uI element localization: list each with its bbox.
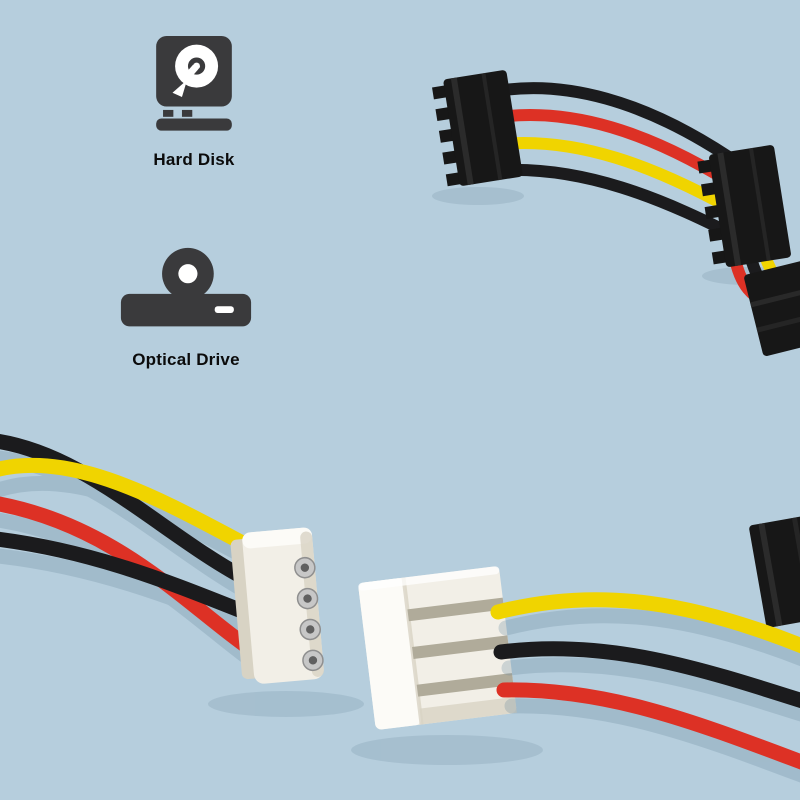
black-wire bbox=[483, 163, 755, 249]
yellow-wire bbox=[479, 137, 752, 223]
molex-female-connector bbox=[230, 527, 324, 684]
legend-optical-drive: Optical Drive bbox=[100, 244, 272, 370]
black-wire bbox=[0, 434, 260, 590]
molex-incoming-wires bbox=[0, 434, 260, 658]
legend-hard-disk: Hard Disk bbox=[118, 34, 270, 170]
black-wire bbox=[472, 82, 748, 172]
outgoing-wire-shadows bbox=[498, 608, 800, 783]
hdd-arrow bbox=[181, 64, 199, 83]
black-wire bbox=[493, 641, 800, 709]
molex-pins bbox=[294, 556, 324, 672]
drive-tray bbox=[120, 293, 252, 327]
molex-outgoing-wires bbox=[490, 592, 800, 770]
yellow-wire bbox=[0, 457, 260, 556]
hard-disk-label: Hard Disk bbox=[153, 150, 235, 169]
hard-disk-icon bbox=[156, 35, 232, 131]
optical-drive-label: Optical Drive bbox=[132, 350, 240, 369]
edge-connector bbox=[749, 512, 800, 628]
sata-connector-2 bbox=[697, 145, 791, 267]
molex-male-connector bbox=[358, 566, 517, 730]
sata-wires-upper bbox=[472, 82, 755, 249]
optical-drive-icon bbox=[120, 247, 252, 327]
sata-connector-3 bbox=[744, 252, 800, 356]
black-wire bbox=[0, 531, 260, 623]
red-wire bbox=[496, 682, 800, 770]
sata-connector-1 bbox=[432, 70, 523, 187]
drive-slot bbox=[214, 306, 234, 313]
yellow-wire bbox=[490, 592, 800, 654]
